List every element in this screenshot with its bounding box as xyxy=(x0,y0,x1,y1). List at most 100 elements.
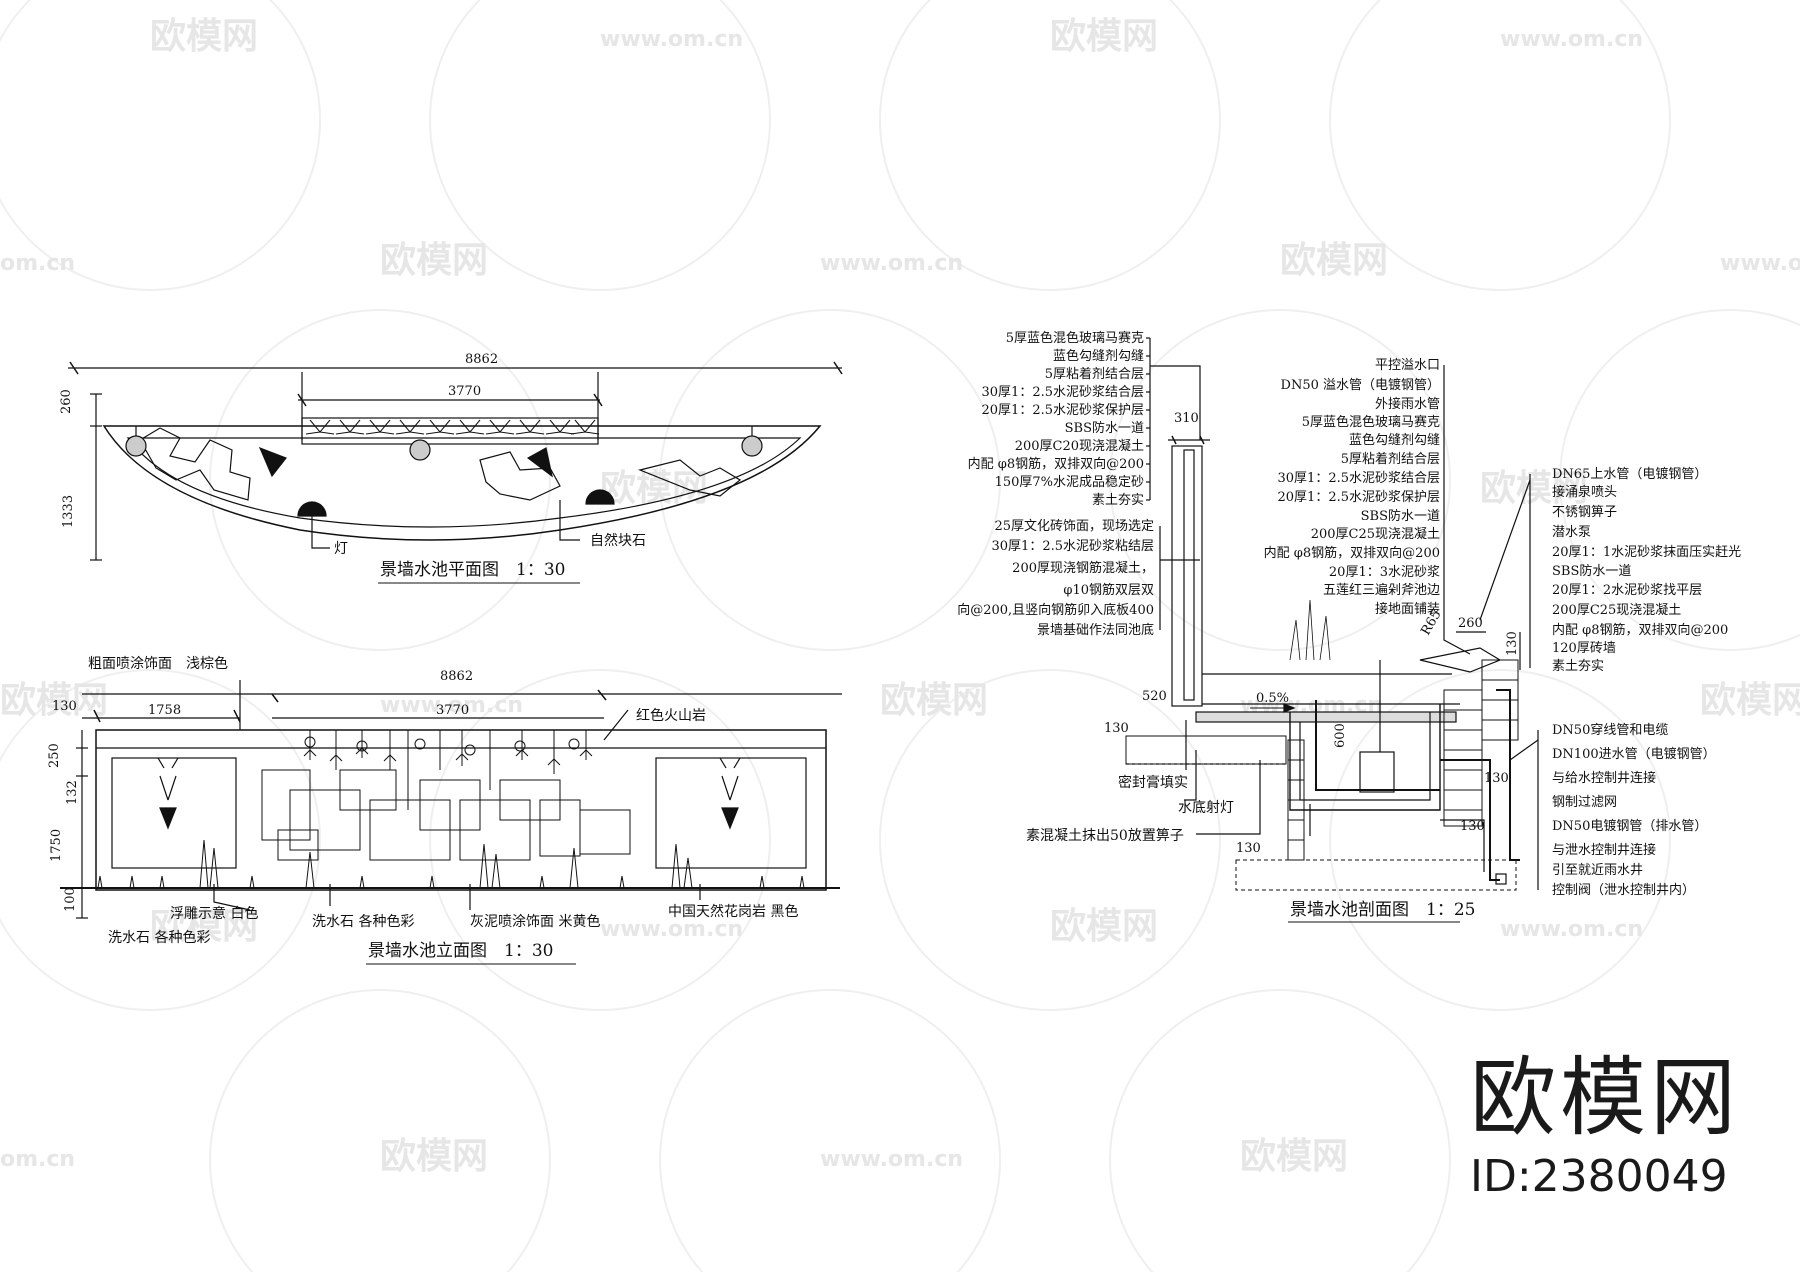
sec-right2-3: 钢制过滤网 xyxy=(1552,795,1617,810)
elev-label-top-right: 红色火山岩 xyxy=(636,707,706,724)
plan-text: 8862 3770 260 1333 灯 自然块石 景墙水池平面图 1：30 xyxy=(59,352,646,580)
plan-label-lamp: 灯 xyxy=(334,541,348,557)
sec-left1-2: 5厚粘着剂结合层 xyxy=(1045,366,1144,382)
elev-label-top-left: 粗面喷涂饰面 浅棕色 xyxy=(88,655,228,672)
section-text: 5厚蓝色混色玻璃马赛克 蓝色勾缝剂勾缝 5厚粘着剂结合层 30厚1：2.5水泥砂… xyxy=(957,330,1741,920)
sec-left1-3: 30厚1：2.5水泥砂浆结合层 xyxy=(982,385,1145,400)
watermark-site: www.om.cn xyxy=(820,1147,963,1172)
sec-right2-2: 与给水控制井连接 xyxy=(1552,770,1656,786)
elev-dim-total: 8862 xyxy=(440,669,473,684)
sec-label-concrete: 素混凝土抹出50放置箅子 xyxy=(1026,828,1184,844)
sec-right1-2: 不锈钢箅子 xyxy=(1552,504,1617,520)
sec-right2-6: 引至就近雨水井 xyxy=(1552,863,1643,878)
sec-dim-130e: 130 xyxy=(1236,841,1261,856)
watermark-brand: 欧模网 xyxy=(380,1136,488,1177)
sec-right2-5: 与泄水控制井连接 xyxy=(1552,842,1656,858)
elev-dim-1750: 1750 xyxy=(49,829,64,862)
watermark-brand: 欧模网 xyxy=(150,906,258,947)
sec-mid-0: 平控溢水口 xyxy=(1375,358,1440,373)
sec-mid-13: 接地面铺装 xyxy=(1375,601,1440,617)
sec-mid-4: 蓝色勾缝剂勾缝 xyxy=(1349,432,1440,448)
plan-dim-total: 8862 xyxy=(465,352,498,367)
elev-label-wash2: 洗水石 各种色彩 xyxy=(312,913,414,930)
section-title: 景墙水池剖面图 1：25 xyxy=(1290,900,1475,920)
sec-right1-3: 潜水泵 xyxy=(1552,525,1591,540)
sec-mid-12: 五莲红三遍剁斧池边 xyxy=(1323,582,1440,598)
plan-label-stone: 自然块石 xyxy=(590,532,646,549)
elev-label-granite: 中国天然花岗岩 黑色 xyxy=(668,903,798,920)
sec-mid-8: SBS防水一道 xyxy=(1361,508,1440,524)
elev-dim-1758: 1758 xyxy=(148,703,181,718)
sec-left1-1: 蓝色勾缝剂勾缝 xyxy=(1053,348,1144,364)
watermark-site: om.cn xyxy=(0,251,75,276)
sec-right1-7: 200厚C25现浇混凝土 xyxy=(1552,602,1681,618)
sec-left2-0: 25厚文化砖饰面，现场选定 xyxy=(994,519,1154,534)
sec-left1-9: 素土夯实 xyxy=(1092,493,1144,508)
brand-id: ID:2380049 xyxy=(1470,1151,1728,1202)
watermark-site: www.om.cn xyxy=(820,251,963,276)
sec-right2-0: DN50穿线管和电缆 xyxy=(1552,722,1668,738)
brand-block: 欧模网 ID:2380049 xyxy=(1470,1055,1740,1202)
watermark-brand: 欧模网 xyxy=(1240,1136,1348,1177)
sec-mid-10: 内配 φ8钢筋，双排双向@200 xyxy=(1264,545,1440,561)
sec-dim-130c: 130 xyxy=(1484,771,1509,786)
elev-label-relief: 浮雕示意 白色 xyxy=(170,905,258,922)
sec-left1-4: 20厚1：2.5水泥砂浆保护层 xyxy=(982,403,1145,418)
sec-mid-3: 5厚蓝色混色玻璃马赛克 xyxy=(1302,414,1440,430)
elev-dim-132: 132 xyxy=(65,780,80,805)
sec-left1-7: 内配 φ8钢筋，双排双向@200 xyxy=(968,456,1144,472)
sec-right2-4: DN50电镀钢管（排水管） xyxy=(1552,818,1707,834)
sec-label-light: 水底射灯 xyxy=(1178,800,1234,816)
watermark-brand: 欧模网 xyxy=(1280,240,1388,281)
sec-dim-130a: 130 xyxy=(1104,721,1129,736)
sec-right1-9: 120厚砖墙 xyxy=(1552,641,1616,656)
plan-dim-center: 3770 xyxy=(448,384,481,399)
sec-right1-6: 20厚1：2水泥砂浆找平层 xyxy=(1552,583,1702,598)
sec-mid-2: 外接雨水管 xyxy=(1375,396,1440,412)
watermark-site: www.om.cn xyxy=(600,27,743,52)
sec-left1-5: SBS防水一道 xyxy=(1065,420,1144,436)
watermark-brand: 欧模网 xyxy=(880,680,988,721)
sec-right2-7: 控制阀（泄水控制井内） xyxy=(1552,882,1695,898)
plan-title: 景墙水池平面图 1：30 xyxy=(380,560,565,580)
elev-label-grey: 灰泥喷涂饰面 米黄色 xyxy=(470,913,600,930)
watermark-brand: 欧模网 xyxy=(380,240,488,281)
sec-mid-11: 20厚1：3水泥砂浆 xyxy=(1329,565,1440,580)
sec-dim-310: 310 xyxy=(1174,411,1199,426)
sec-dim-600: 600 xyxy=(1333,723,1348,748)
sec-dim-130d: 130 xyxy=(1460,819,1485,834)
sec-left1-6: 200厚C20现浇混凝土 xyxy=(1015,438,1144,454)
elev-dim-250: 250 xyxy=(47,743,62,768)
sec-dim-130b: 130 xyxy=(1505,631,1520,656)
plan-dim-1333: 1333 xyxy=(61,495,76,528)
sec-left2-1: 30厚1：2.5水泥砂浆粘结层 xyxy=(992,539,1155,554)
sec-dim-520: 520 xyxy=(1142,689,1167,704)
elev-dim-center: 3770 xyxy=(436,703,469,718)
sec-right1-4: 20厚1：1水泥砂浆抹面压实赶光 xyxy=(1552,545,1741,560)
sec-left1-8: 150厚7%水泥成品稳定砂 xyxy=(995,474,1144,490)
watermark-brand: 欧模网 xyxy=(150,16,258,57)
elevation-view xyxy=(60,680,842,919)
watermark-brand: 欧模网 xyxy=(1050,16,1158,57)
elev-dim-100: 100 xyxy=(63,887,78,912)
sec-right1-10: 素土夯实 xyxy=(1552,659,1604,674)
sec-mid-5: 5厚粘着剂结合层 xyxy=(1341,451,1440,467)
brand-name: 欧模网 xyxy=(1470,1048,1740,1148)
sec-mid-9: 200厚C25现浇混凝土 xyxy=(1311,526,1440,542)
watermark-site: www.om.cn xyxy=(1720,251,1800,276)
watermark-brand: 欧模网 xyxy=(1050,906,1158,947)
sec-left1-0: 5厚蓝色混色玻璃马赛克 xyxy=(1006,330,1144,346)
plan-dim-260: 260 xyxy=(59,389,74,414)
sec-mid-1: DN50 溢水管（电镀钢管） xyxy=(1281,377,1440,393)
sec-right1-1: 接涌泉喷头 xyxy=(1552,484,1617,500)
sec-label-seal: 密封膏填实 xyxy=(1118,774,1188,791)
sec-mid-7: 20厚1：2.5水泥砂浆保护层 xyxy=(1278,490,1441,505)
sec-right1-0: DN65上水管（电镀钢管） xyxy=(1552,466,1707,482)
sec-right1-5: SBS防水一道 xyxy=(1552,563,1631,579)
watermark-site: om.cn xyxy=(0,1147,75,1172)
watermark-brand: 欧模网 xyxy=(1700,680,1800,721)
elev-dim-130: 130 xyxy=(52,699,77,714)
watermark-text-layer: 欧模网 www.om.cn 欧模网 www.om.cn om.cn 欧模网 ww… xyxy=(0,16,1800,1177)
